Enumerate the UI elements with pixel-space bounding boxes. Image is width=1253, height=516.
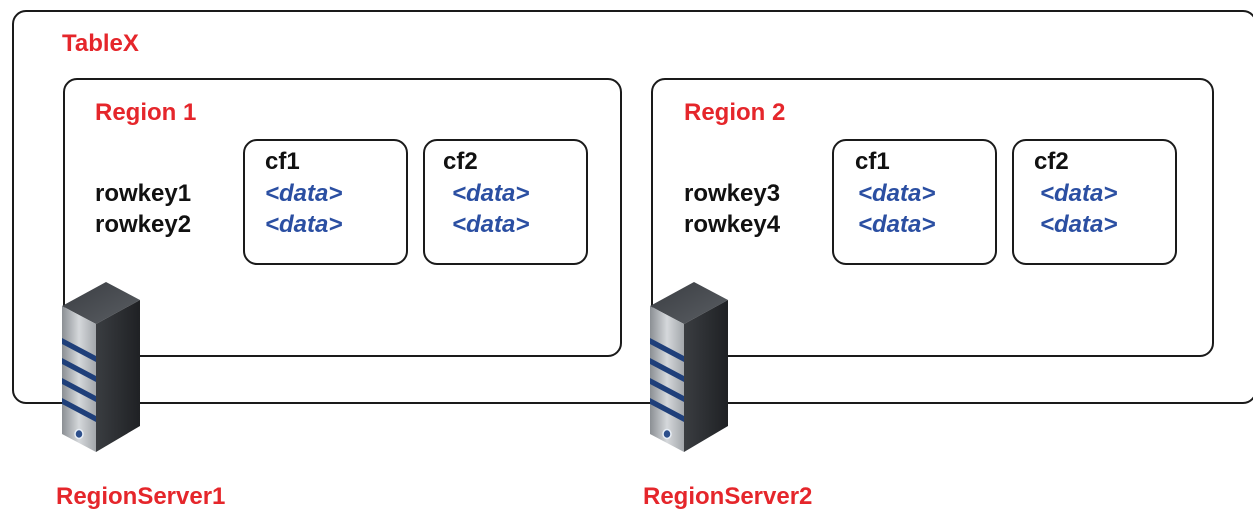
region-2-title: Region 2 <box>684 99 786 126</box>
region-1-cf1-data-1: <data> <box>265 180 343 207</box>
regionserver-1-label: RegionServer1 <box>56 483 226 510</box>
region-2-cf2-name: cf2 <box>1034 148 1069 175</box>
server-tower-icon <box>52 276 142 456</box>
region-2-cf1-box <box>832 139 997 265</box>
table-title: TableX <box>62 30 139 57</box>
region-2-cf2-box <box>1012 139 1177 265</box>
regionserver-2-label: RegionServer2 <box>643 483 813 510</box>
region-1-cf1-data-2: <data> <box>265 211 343 238</box>
region-2-rowkey-3: rowkey3 <box>684 180 781 207</box>
region-2-cf1-name: cf1 <box>855 148 890 175</box>
region-1-title: Region 1 <box>95 99 197 126</box>
server-tower-icon <box>640 276 730 456</box>
region-1-rowkey-1: rowkey1 <box>95 180 192 207</box>
region-1-cf2-data-2: <data> <box>452 211 530 238</box>
table-container <box>12 10 1253 404</box>
region-2-cf1-data-1: <data> <box>858 180 936 207</box>
region-1-rowkey-2: rowkey2 <box>95 211 192 238</box>
region-2-cf1-data-2: <data> <box>858 211 936 238</box>
region-1-cf2-name: cf2 <box>443 148 478 175</box>
region-2-rowkey-4: rowkey4 <box>684 211 781 238</box>
region-1-cf1-box <box>243 139 408 265</box>
region-1-cf1-name: cf1 <box>265 148 300 175</box>
region-2-cf2-data-1: <data> <box>1040 180 1118 207</box>
region-1-cf2-box <box>423 139 588 265</box>
region-2-cf2-data-2: <data> <box>1040 211 1118 238</box>
region-1-cf2-data-1: <data> <box>452 180 530 207</box>
